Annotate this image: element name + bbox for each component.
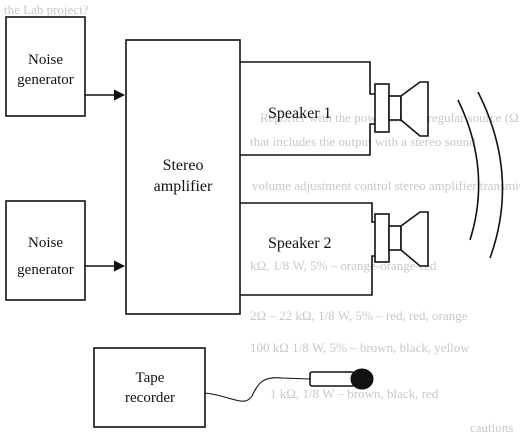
bleed-line-5: volume adjustment control stereo amplifi…: [252, 178, 520, 193]
noise-generator-1-box: [5, 16, 86, 117]
microphone-head-icon: [350, 368, 374, 390]
noise-generator-1-label-line1: Noise: [28, 52, 63, 68]
stereo-amplifier-label-line1: Stereo: [163, 157, 204, 174]
noise-generator-2-label-line1: Noise: [28, 235, 63, 251]
sound-wave-arc-inner: [457, 99, 480, 241]
bleed-line-1: the Lab project?: [4, 2, 89, 17]
tape-recorder-box: [93, 347, 206, 428]
speaker-2-wiring: Speaker 2: [240, 202, 375, 296]
bleed-line-8: 100 kΩ 1/8 W, 5% – brown, black, yellow: [250, 340, 470, 355]
speaker-2-magnet: [374, 213, 390, 263]
speaker-2-voice-coil: [388, 225, 402, 251]
tape-recorder-label-line1: Tape: [136, 370, 165, 386]
speaker-1-voice-coil: [388, 95, 402, 121]
bleed-line-4: that includes the output with a stereo s…: [250, 134, 476, 149]
noise-generator-1: Noise generator: [5, 16, 86, 117]
stereo-amplifier-label-line2: amplifier: [154, 178, 213, 195]
speaker-1: [374, 81, 429, 137]
background-bleed-text: the Lab project? cinations Reporter with…: [4, 2, 520, 435]
microphone-handle: [309, 371, 355, 387]
speaker-1-cone: [400, 81, 429, 137]
sound-wave-arc-outer: [477, 91, 504, 259]
stereo-amplifier-box: [125, 39, 241, 315]
stereo-amplifier: Stereo amplifier: [125, 39, 241, 315]
speaker-1-wiring: Speaker 1: [240, 61, 375, 156]
noise-generator-2-box: [5, 200, 86, 301]
speaker-2-label: Speaker 2: [268, 235, 332, 252]
speaker-2-cone: [400, 211, 429, 267]
bleed-line-6: kΩ, 1/8 W, 5% – orange-orange-red: [250, 258, 437, 273]
microphone: [309, 368, 374, 390]
tape-recorder-label-line2: recorder: [125, 390, 175, 406]
bleed-line-7: 2Ω – 22 kΩ, 1/8 W, 5% – red, red, orange: [250, 308, 468, 323]
bleed-line-9: 1 kΩ, 1/8 W – brown, black, red: [270, 386, 439, 401]
speaker-1-magnet: [374, 83, 390, 133]
noise-generator-2: Noise generator: [5, 200, 86, 301]
noise-generator-1-label-line2: generator: [17, 72, 74, 88]
noise-generator-2-label-line2: generator: [17, 262, 74, 278]
speaker-1-label: Speaker 1: [268, 105, 332, 122]
tape-recorder: Tape recorder: [93, 347, 206, 428]
microphone-cable: [204, 377, 311, 402]
speaker-2: [374, 211, 429, 267]
bleed-line-10: cautions: [470, 420, 513, 435]
